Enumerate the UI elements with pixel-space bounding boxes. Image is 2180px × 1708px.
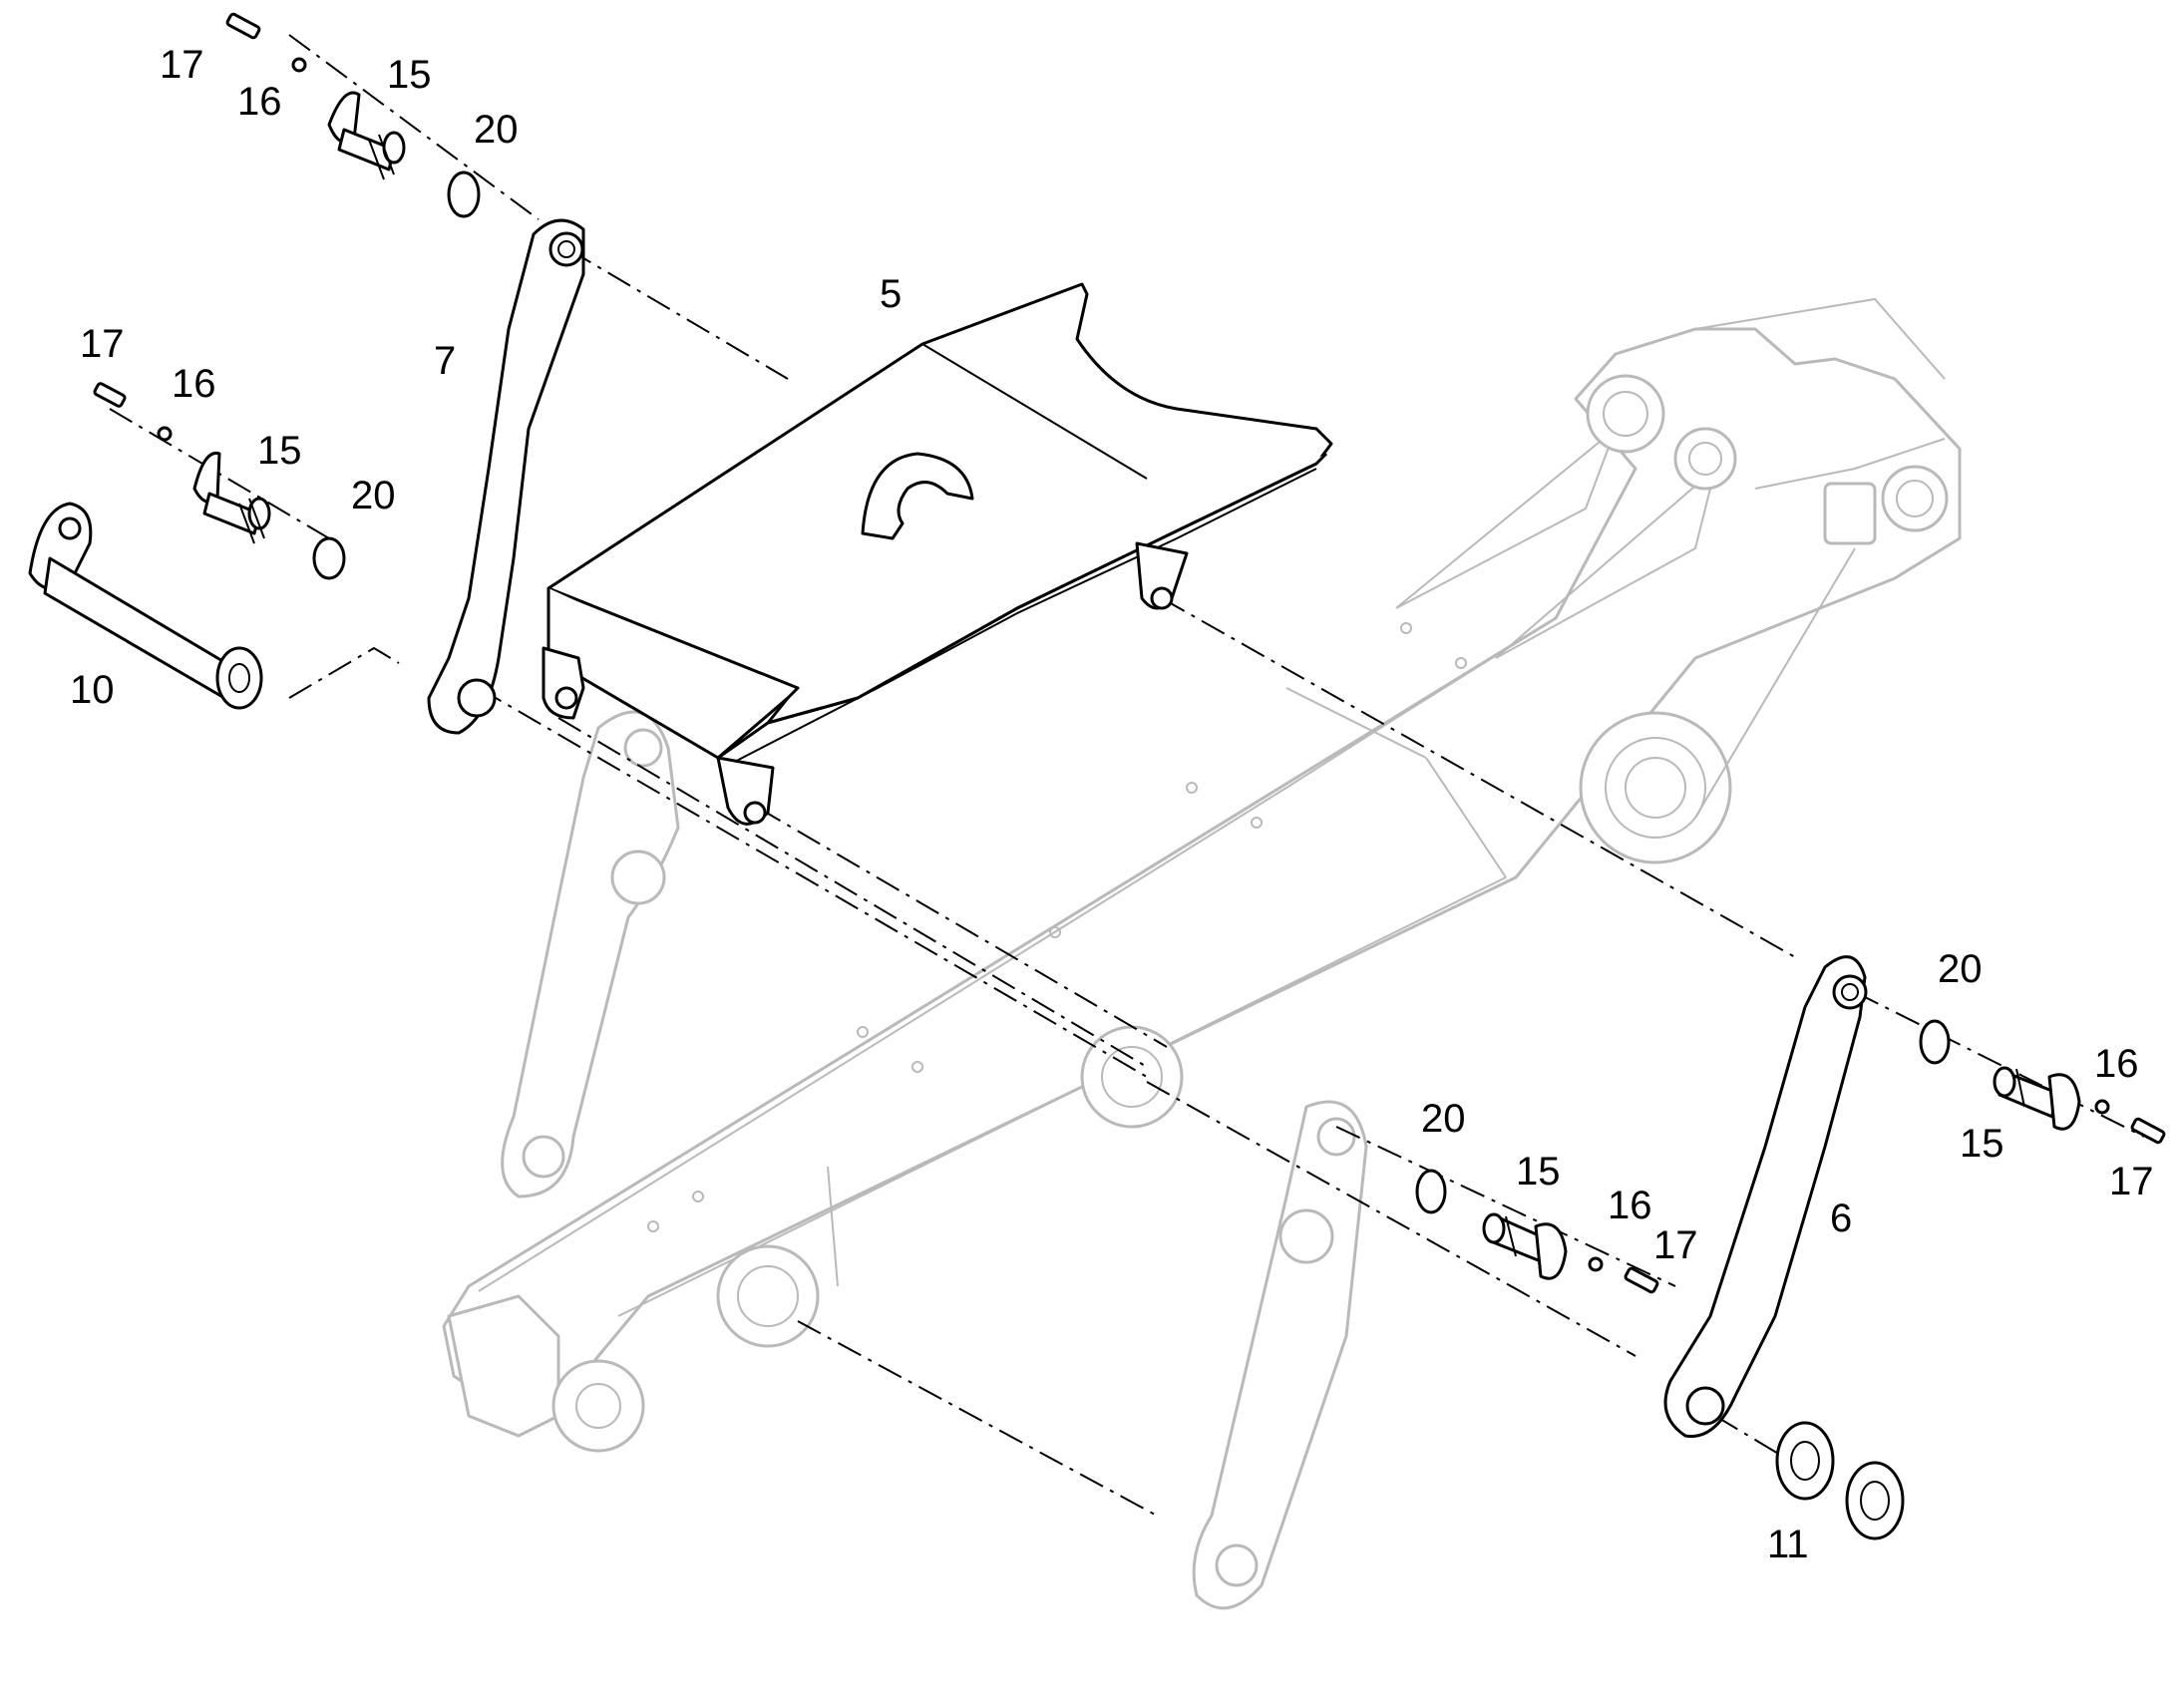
part-5-cover-plate bbox=[542, 282, 1333, 826]
callout-20-right: 20 bbox=[1938, 947, 1983, 991]
callout-17-top: 17 bbox=[160, 43, 204, 87]
callout-6: 6 bbox=[1830, 1196, 1852, 1240]
part-16-lockwasher-mid bbox=[157, 426, 173, 442]
callout-15-right: 15 bbox=[1960, 1122, 2004, 1166]
callout-16-right: 16 bbox=[2094, 1042, 2139, 1086]
callout-17-mid: 17 bbox=[80, 322, 125, 366]
part-15-pin-mid bbox=[192, 451, 271, 544]
lower-link-ghost bbox=[1192, 1100, 1368, 1610]
part-20-washer-lower bbox=[1415, 1169, 1447, 1214]
callout-10: 10 bbox=[70, 668, 115, 712]
part-16-lockwasher-right bbox=[2094, 1099, 2110, 1115]
callout-20-mid: 20 bbox=[351, 474, 396, 517]
callout-16-top: 16 bbox=[237, 80, 282, 124]
left-lift-link-ghost bbox=[501, 710, 680, 1198]
part-17-bolt-top bbox=[225, 12, 261, 40]
callout-11: 11 bbox=[1767, 1523, 1809, 1566]
callout-16-mid: 16 bbox=[172, 362, 216, 406]
part-15-pin-lower bbox=[1482, 1212, 1568, 1280]
callout-16-lower: 16 bbox=[1608, 1184, 1652, 1227]
callout-15-lower: 15 bbox=[1516, 1150, 1561, 1194]
part-10-long-pin bbox=[28, 502, 263, 710]
part-16-lockwasher-top bbox=[291, 57, 307, 73]
part-7-link bbox=[427, 218, 585, 735]
part-16-lockwasher-lower bbox=[1588, 1256, 1604, 1272]
callout-15-mid: 15 bbox=[257, 429, 302, 473]
callout-5: 5 bbox=[880, 272, 902, 316]
callout-17-right: 17 bbox=[2109, 1160, 2154, 1203]
part-6-link bbox=[1663, 955, 1868, 1438]
part-15-pin-top bbox=[327, 91, 406, 180]
boom-arm-ghost bbox=[442, 297, 1962, 1453]
callout-7: 7 bbox=[434, 339, 456, 383]
part-20-washer-top bbox=[447, 171, 481, 218]
part-20-washer-mid bbox=[312, 536, 346, 580]
part-17-bolt-mid bbox=[93, 382, 127, 408]
part-17-bolt-right bbox=[2130, 1117, 2166, 1145]
part-11-shims bbox=[1775, 1421, 1905, 1540]
part-15-pin-right bbox=[1993, 1066, 2081, 1131]
assembly-centerlines bbox=[109, 34, 2145, 1517]
callout-20-top: 20 bbox=[474, 108, 519, 152]
callout-15-top: 15 bbox=[387, 53, 432, 97]
callout-20-lower: 20 bbox=[1421, 1097, 1466, 1141]
callout-17-lower: 17 bbox=[1653, 1223, 1698, 1267]
part-20-washer-right bbox=[1919, 1019, 1951, 1065]
part-17-bolt-lower bbox=[1624, 1266, 1659, 1294]
